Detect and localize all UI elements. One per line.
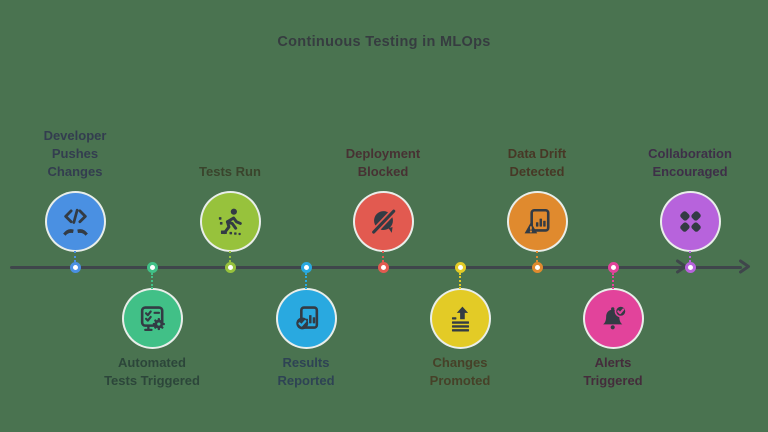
code-hands-icon	[62, 208, 88, 236]
node-circle	[277, 290, 335, 347]
node-circle	[201, 193, 259, 250]
node-axis-point	[454, 261, 466, 273]
node-connector	[382, 251, 384, 262]
node-circle	[584, 290, 642, 347]
node-axis-point	[300, 261, 312, 273]
node-connector	[612, 273, 614, 289]
node-connector	[74, 251, 76, 262]
timeline-axis	[10, 265, 742, 269]
node-circle	[508, 193, 566, 250]
node-connector	[536, 251, 538, 262]
report-check-icon	[295, 306, 318, 330]
node-axis-point	[684, 261, 696, 273]
node-circle	[661, 193, 719, 250]
promote-arrow-icon	[451, 306, 469, 332]
alert-check-icon	[602, 305, 627, 330]
node-label: Automated Tests Triggered	[104, 355, 200, 388]
diagram-title: Continuous Testing in MLOps	[277, 34, 491, 50]
node-axis-point	[146, 261, 158, 273]
checklist-gear-icon	[140, 306, 165, 332]
node-circle	[123, 290, 181, 347]
node-connector	[459, 273, 461, 289]
node-label: Collaboration Encouraged	[648, 146, 732, 180]
timeline-end-arrow-icon	[739, 259, 750, 274]
node-circle	[46, 193, 104, 250]
node-axis-point	[69, 261, 81, 273]
node-connector	[305, 273, 307, 289]
node-circle	[354, 193, 412, 250]
node-label: Alerts Triggered	[583, 355, 643, 388]
runner-icon	[218, 208, 242, 236]
node-label: Tests Run	[199, 164, 261, 180]
node-connector	[151, 273, 153, 289]
node-axis-point	[377, 261, 389, 273]
node-label: Deployment Blocked	[345, 146, 421, 180]
node-circle	[431, 290, 489, 347]
node-label: Changes Promoted	[429, 355, 491, 388]
node-label: Results Reported	[277, 355, 335, 388]
node-label: Developer Pushes Changes	[43, 128, 107, 180]
gear-icon	[152, 317, 165, 331]
blocked-icon	[370, 208, 396, 235]
collaboration-icon	[679, 211, 701, 232]
node-axis-point	[607, 261, 619, 273]
node-axis-point	[531, 261, 543, 273]
node-axis-point	[224, 261, 236, 273]
node-connector	[229, 251, 231, 262]
node-connector	[689, 251, 691, 262]
node-label: Data Drift Detected	[507, 146, 567, 180]
data-drift-warning-icon	[524, 208, 550, 234]
